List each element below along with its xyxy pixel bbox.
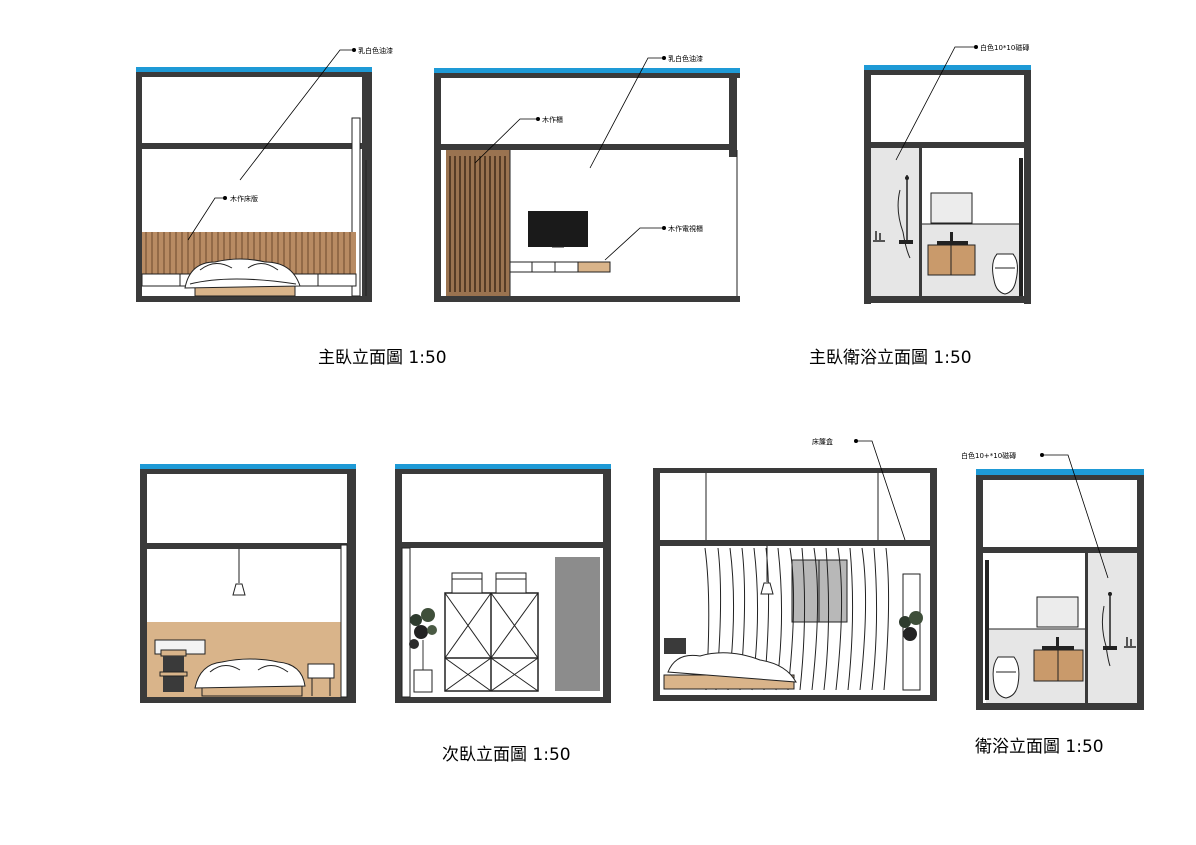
shower-icon [897, 175, 913, 259]
annotation-cabinet: 木作櫃 [542, 115, 563, 124]
toilet-icon [992, 253, 1018, 295]
shelf-bottles-icon [873, 231, 885, 242]
plant-icon [409, 608, 437, 693]
vanity-icon [1033, 637, 1084, 682]
door-icon [555, 557, 600, 691]
annotation-tile-bath: 白色10+*10磁磚 [961, 451, 1016, 460]
annotation-paint-a: 乳白色油漆 [358, 46, 393, 55]
mirror-icon [1036, 596, 1079, 628]
second-bedroom-elevation-c: 床簾盒 [653, 437, 937, 701]
master-bathroom-elevation: 白色10*10磁磚 [864, 43, 1031, 304]
annotation-tile-master: 白色10*10磁磚 [980, 43, 1029, 52]
wardrobe-slats [449, 156, 506, 292]
annotation-curtain-box: 床簾盒 [812, 437, 833, 446]
master-bedroom-elevation-b: 乳白色油漆 木作櫃 木作電視櫃 [434, 54, 740, 302]
caption-bathroom: 衛浴立面圖 1:50 [975, 737, 1104, 757]
pendant-lamp-icon [760, 546, 774, 595]
annotation-tv-cabinet: 木作電視櫃 [668, 224, 703, 233]
caption-master-bedroom: 主臥立面圖 1:50 [318, 348, 447, 368]
shower-icon [1101, 592, 1117, 667]
annotation-headboard: 木作床版 [230, 194, 258, 203]
plant-icon [899, 573, 923, 691]
second-bedroom-elevation-a [140, 464, 356, 703]
bed-icon [184, 258, 301, 297]
storage-shelf-icon [444, 572, 539, 692]
toilet-icon [992, 656, 1020, 699]
mirror-icon [930, 192, 973, 224]
vanity-icon [927, 232, 976, 276]
annotation-paint-b: 乳白色油漆 [668, 54, 703, 63]
shelf-bottles-icon [1124, 637, 1136, 648]
tv-icon [528, 211, 588, 247]
bed-icon [194, 658, 306, 697]
bed-icon [663, 638, 797, 690]
bathroom-elevation: 白色10+*10磁磚 [961, 451, 1144, 710]
caption-master-bathroom: 主臥衛浴立面圖 1:50 [809, 348, 972, 368]
pendant-lamp-icon [232, 549, 246, 596]
nightstand-icon [307, 663, 335, 696]
chair-icon [159, 649, 188, 692]
second-bedroom-elevation-b [395, 464, 611, 703]
caption-second-bedroom: 次臥立面圖 1:50 [442, 745, 571, 765]
master-bedroom-elevation-a: 乳白色油漆 木作床版 [136, 46, 393, 302]
